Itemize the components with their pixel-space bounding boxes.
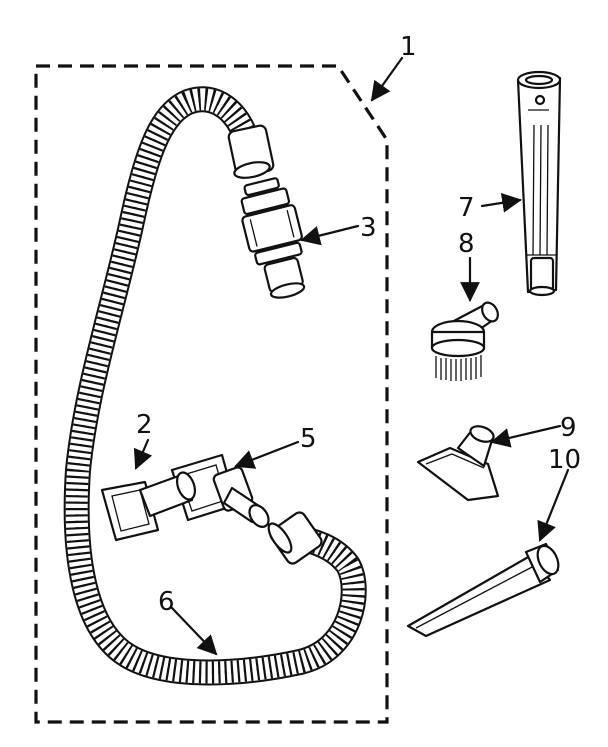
extension-wand xyxy=(516,70,562,297)
callout-10: 10 xyxy=(548,445,581,475)
swivel-elbow xyxy=(170,453,270,528)
crevice-tool xyxy=(406,542,560,638)
dusting-brush xyxy=(430,301,499,381)
callout-5: 5 xyxy=(300,424,317,454)
hose-lower-cuff xyxy=(267,511,323,565)
hose-coupling xyxy=(240,177,306,299)
upholstery-tool xyxy=(416,425,500,502)
hose xyxy=(63,86,367,686)
callout-6: 6 xyxy=(158,587,175,617)
leader-lines xyxy=(133,56,570,656)
callout-2: 2 xyxy=(136,410,153,440)
callout-7: 7 xyxy=(458,193,475,223)
callout-9: 9 xyxy=(560,413,577,443)
kit-dashed-outline xyxy=(34,64,389,724)
callout-3: 3 xyxy=(360,213,377,243)
handle-connector xyxy=(100,471,197,542)
callout-8: 8 xyxy=(458,229,475,259)
hose-upper-cuff xyxy=(227,124,275,179)
callout-1: 1 xyxy=(400,32,417,62)
